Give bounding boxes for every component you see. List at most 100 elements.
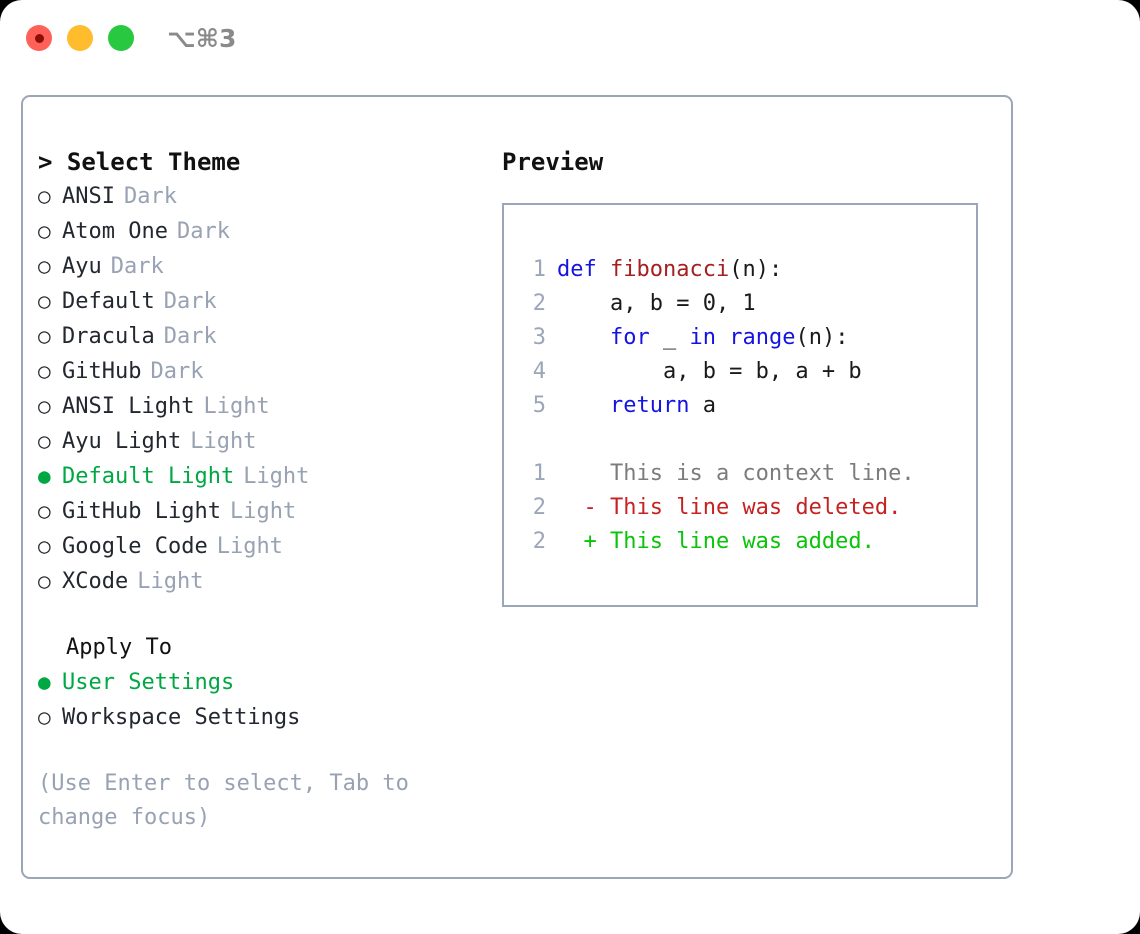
minimize-button[interactable] xyxy=(67,25,93,51)
theme-option-kind: Light xyxy=(137,569,204,594)
code-token-bi: range xyxy=(729,325,796,350)
theme-option-kind: Dark xyxy=(163,324,217,349)
code-token-kw: for xyxy=(609,325,650,350)
radio-unselected-icon: ○ xyxy=(38,184,51,208)
theme-option-dracula[interactable]: ○ Dracula Dark xyxy=(38,319,478,354)
code-token-txt xyxy=(557,325,610,350)
diff-line-add: 2 + This line was added. xyxy=(518,525,970,559)
diff-marker xyxy=(557,457,610,491)
apply-to-option-user-settings[interactable]: ● User Settings xyxy=(38,665,478,700)
radio-selected-icon: ● xyxy=(38,670,51,694)
code-token-fn: fibonacci xyxy=(609,257,730,282)
apply-to-option-label: User Settings xyxy=(62,670,235,695)
apply-to-option-workspace-settings[interactable]: ○ Workspace Settings xyxy=(38,700,478,735)
line-number: 1 xyxy=(532,461,546,486)
code-line: 1 def fibonacci(n): xyxy=(518,253,970,287)
theme-option-kind: Dark xyxy=(123,184,177,209)
maximize-button[interactable] xyxy=(108,25,134,51)
window-controls xyxy=(26,25,134,51)
theme-option-label: GitHub xyxy=(62,359,142,384)
theme-option-kind: Light xyxy=(243,464,310,489)
line-number: 2 xyxy=(532,495,546,520)
diff-text: This line was deleted. xyxy=(609,495,902,520)
code-token-kw: return xyxy=(609,393,690,418)
theme-option-label: ANSI xyxy=(62,184,115,209)
theme-option-label: XCode xyxy=(62,569,129,594)
apply-to-option-label: Workspace Settings xyxy=(62,705,301,730)
radio-unselected-icon: ○ xyxy=(38,429,51,453)
line-number: 3 xyxy=(532,325,546,350)
code-text: def fibonacci(n): xyxy=(557,253,782,287)
apply-to-option-list: ● User Settings ○ Workspace Settings xyxy=(38,665,478,735)
theme-option-kind: Light xyxy=(229,499,297,524)
theme-option-label: Default Light xyxy=(62,464,235,489)
theme-option-kind: Dark xyxy=(176,219,230,244)
radio-unselected-icon: ○ xyxy=(38,534,51,558)
code-line: 5 return a xyxy=(518,389,970,423)
code-line: 4 a, b = b, a + b xyxy=(518,355,970,389)
theme-option-kind: Light xyxy=(203,394,270,419)
theme-option-label: ANSI Light xyxy=(62,394,195,419)
code-token-txt: _ xyxy=(649,325,690,350)
theme-option-kind: Light xyxy=(216,534,283,559)
code-token-txt xyxy=(557,393,610,418)
line-number: 5 xyxy=(532,393,546,418)
radio-unselected-icon: ○ xyxy=(38,254,51,278)
code-token-kw: def xyxy=(557,257,610,282)
title-bar: ⌥⌘3 xyxy=(0,0,1140,78)
code-token-txt: a, b = 0, 1 xyxy=(557,291,756,316)
theme-option-label: Ayu Light xyxy=(62,429,182,454)
theme-option-label: Dracula xyxy=(62,324,155,349)
section-spacer xyxy=(38,599,478,631)
radio-unselected-icon: ○ xyxy=(38,499,51,523)
theme-option-kind: Light xyxy=(190,429,257,454)
theme-option-ansi[interactable]: ○ ANSI Dark xyxy=(38,179,478,214)
theme-option-ayu-light[interactable]: ○ Ayu Light Light xyxy=(38,424,478,459)
line-number: 2 xyxy=(532,291,546,316)
theme-option-google-code[interactable]: ○ Google Code Light xyxy=(38,529,478,564)
apply-to-title: Apply To xyxy=(66,635,172,660)
radio-selected-icon: ● xyxy=(38,464,51,488)
theme-option-default-light[interactable]: ● Default Light Light xyxy=(38,459,478,494)
diff-line-ctx: 1 This is a context line. xyxy=(518,457,970,491)
diff-marker: + xyxy=(557,529,610,554)
theme-option-kind: Dark xyxy=(163,289,217,314)
diff-text: This is a context line. xyxy=(609,461,915,486)
diff-text: This line was added. xyxy=(609,529,875,554)
select-theme-header: > Select Theme xyxy=(38,148,241,176)
code-blank-line xyxy=(518,423,970,457)
line-number: 1 xyxy=(532,257,546,282)
diff-line-del: 2 - This line was deleted. xyxy=(518,491,970,525)
theme-option-ansi-light[interactable]: ○ ANSI Light Light xyxy=(38,389,478,424)
code-token-txt: (n): xyxy=(795,325,849,350)
keyboard-shortcut-label: ⌥⌘3 xyxy=(167,24,237,53)
line-number: 2 xyxy=(532,529,546,554)
keyboard-hint-text: (Use Enter to select, Tab to change focu… xyxy=(38,771,409,830)
radio-unselected-icon: ○ xyxy=(38,394,51,418)
code-text: return a xyxy=(557,389,716,423)
radio-unselected-icon: ○ xyxy=(38,324,51,348)
radio-unselected-icon: ○ xyxy=(38,289,51,313)
preview-title: Preview xyxy=(502,148,604,176)
theme-option-label: Atom One xyxy=(62,219,168,244)
theme-option-label: Ayu xyxy=(62,254,102,279)
code-text: a, b = 0, 1 xyxy=(557,287,756,321)
theme-option-label: Default xyxy=(62,289,155,314)
theme-option-label: Google Code xyxy=(62,534,208,559)
close-button[interactable] xyxy=(26,25,52,51)
theme-option-default[interactable]: ○ Default Dark xyxy=(38,284,478,319)
code-line: 2 a, b = 0, 1 xyxy=(518,287,970,321)
radio-unselected-icon: ○ xyxy=(38,705,51,729)
